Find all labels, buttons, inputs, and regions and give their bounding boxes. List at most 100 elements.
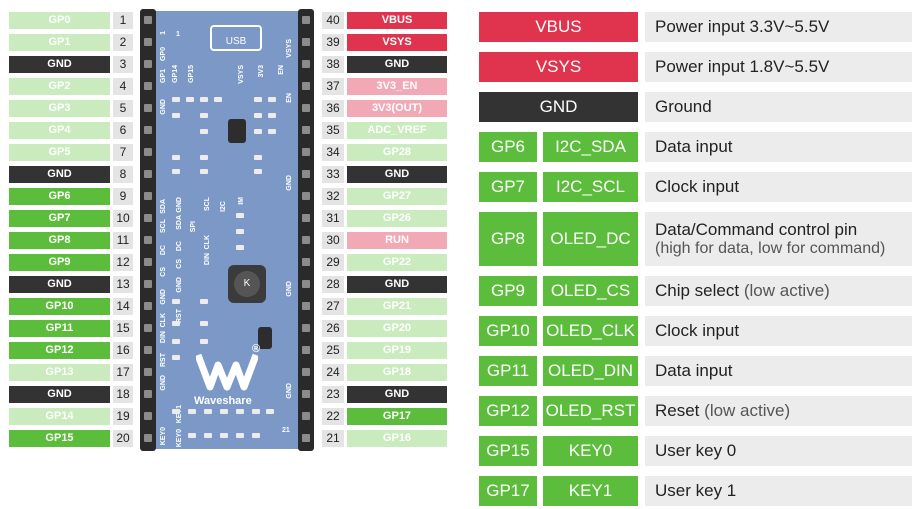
function-description: User key 1	[645, 476, 912, 506]
description-subtext: (high for data, low for command)	[655, 240, 886, 257]
pin-label-left: GND	[9, 56, 110, 73]
pin-number-right: 37	[322, 78, 344, 95]
board-silk-label: I2C	[220, 201, 227, 212]
smd-pad	[254, 155, 262, 160]
pin-label-left: GP9	[9, 254, 110, 271]
header-pin	[302, 38, 310, 46]
pin-number-left: 15	[113, 320, 133, 337]
board-silk-label: GP14	[172, 65, 179, 83]
function-gpio-cell: GP8	[479, 212, 537, 266]
header-pin	[302, 258, 310, 266]
pin-label-right: GP26	[347, 210, 447, 227]
description-text: Clock input	[655, 177, 740, 196]
function-signal-cell: OLED_RST	[543, 396, 638, 426]
function-signal-cell: OLED_DIN	[543, 356, 638, 386]
board-silk-label: CS	[176, 259, 183, 269]
board-silk-label: KEY1	[176, 405, 183, 424]
board-edge-label-left: CS	[160, 267, 167, 277]
header-pin	[302, 324, 310, 332]
pin-number-right: 29	[322, 254, 344, 271]
left-pin-header	[140, 9, 156, 451]
smd-pad	[236, 213, 244, 218]
smd-pad	[268, 97, 276, 102]
board-pcb	[148, 11, 306, 449]
description-line: Ground	[655, 97, 912, 117]
header-pin	[302, 280, 310, 288]
header-pin	[302, 236, 310, 244]
pin-number-right: 34	[322, 144, 344, 161]
pin-number-left: 5	[113, 100, 133, 117]
smd-pad	[204, 409, 212, 414]
board-edge-label-right: GND	[286, 175, 293, 191]
board-edge-label-left: DIN	[160, 331, 167, 344]
pin-number-right: 32	[322, 188, 344, 205]
header-pin	[302, 346, 310, 354]
pin-label-left: GP8	[9, 232, 110, 249]
smd-pad	[254, 113, 262, 118]
board-edge-label-right: GND	[286, 281, 293, 297]
pin-number-right: 35	[322, 122, 344, 139]
pin-number-left: 13	[113, 276, 133, 293]
description-text: Chip select	[655, 281, 740, 300]
pin-label-right: GP19	[347, 342, 447, 359]
pin-number-right: 30	[322, 232, 344, 249]
smd-pad	[236, 245, 244, 250]
function-description: Data/Command control pin(high for data, …	[645, 212, 912, 266]
description-text: Power input 3.3V~5.5V	[655, 17, 830, 36]
description-line: Chip select (low active)	[655, 281, 912, 301]
pin-number-left: 16	[113, 342, 133, 359]
function-gpio-cell: GP17	[479, 476, 537, 506]
header-pin	[144, 16, 152, 24]
function-signal-cell: I2C_SCL	[543, 172, 638, 202]
pin-label-left: GP4	[9, 122, 110, 139]
board-silk-label: SPI	[190, 221, 197, 233]
pin-number-right: 40	[322, 12, 344, 29]
pin-number-right: 25	[322, 342, 344, 359]
pin-label-right: GND	[347, 276, 447, 293]
header-pin	[302, 16, 310, 24]
smd-pad	[172, 355, 180, 360]
header-pin	[144, 324, 152, 332]
board-silk-label: CLK	[204, 235, 211, 250]
pin-number-right: 24	[322, 364, 344, 381]
function-description: Power input 3.3V~5.5V	[645, 12, 912, 42]
pin-label-right: GP17	[347, 408, 447, 425]
board-silk-label: 3V3	[258, 65, 265, 78]
usb-outline: USB	[210, 25, 262, 51]
pin-number-left: 7	[113, 144, 133, 161]
smd-pad	[266, 409, 274, 414]
description-text: Reset	[655, 401, 700, 420]
board-edge-label-left: GND	[160, 99, 167, 115]
pin-number-right: 21	[322, 430, 344, 447]
smd-pad	[252, 409, 260, 414]
function-description: Clock input	[645, 316, 912, 346]
description-line: Power input 3.3V~5.5V	[655, 17, 912, 37]
smd-pad	[254, 97, 262, 102]
smd-pad	[200, 299, 208, 304]
header-pin	[144, 302, 152, 310]
function-description: Data input	[645, 356, 912, 386]
board-edge-label-left: DC	[160, 245, 167, 256]
pin-label-right: GP21	[347, 298, 447, 315]
pin-label-left: GP0	[9, 12, 110, 29]
pin-label-right: RUN	[347, 232, 447, 249]
smd-pad	[186, 97, 194, 102]
board-silk-label: DIN	[204, 253, 211, 266]
header-pin	[144, 346, 152, 354]
smd-pad	[172, 339, 180, 344]
smd-pad	[172, 299, 180, 304]
pin-label-right: 3V3(OUT)	[347, 100, 447, 117]
header-pin	[144, 148, 152, 156]
waveshare-logo-icon	[196, 353, 258, 391]
pin-number-left: 14	[113, 298, 133, 315]
pin-label-left: GP11	[9, 320, 110, 337]
description-text: Clock input	[655, 321, 740, 340]
header-pin	[302, 368, 310, 376]
header-pin	[144, 390, 152, 398]
function-description: Data input	[645, 132, 912, 162]
right-pin-header	[298, 9, 314, 451]
pin-label-right: GP18	[347, 364, 447, 381]
header-pin	[144, 214, 152, 222]
smd-pad	[254, 169, 262, 174]
